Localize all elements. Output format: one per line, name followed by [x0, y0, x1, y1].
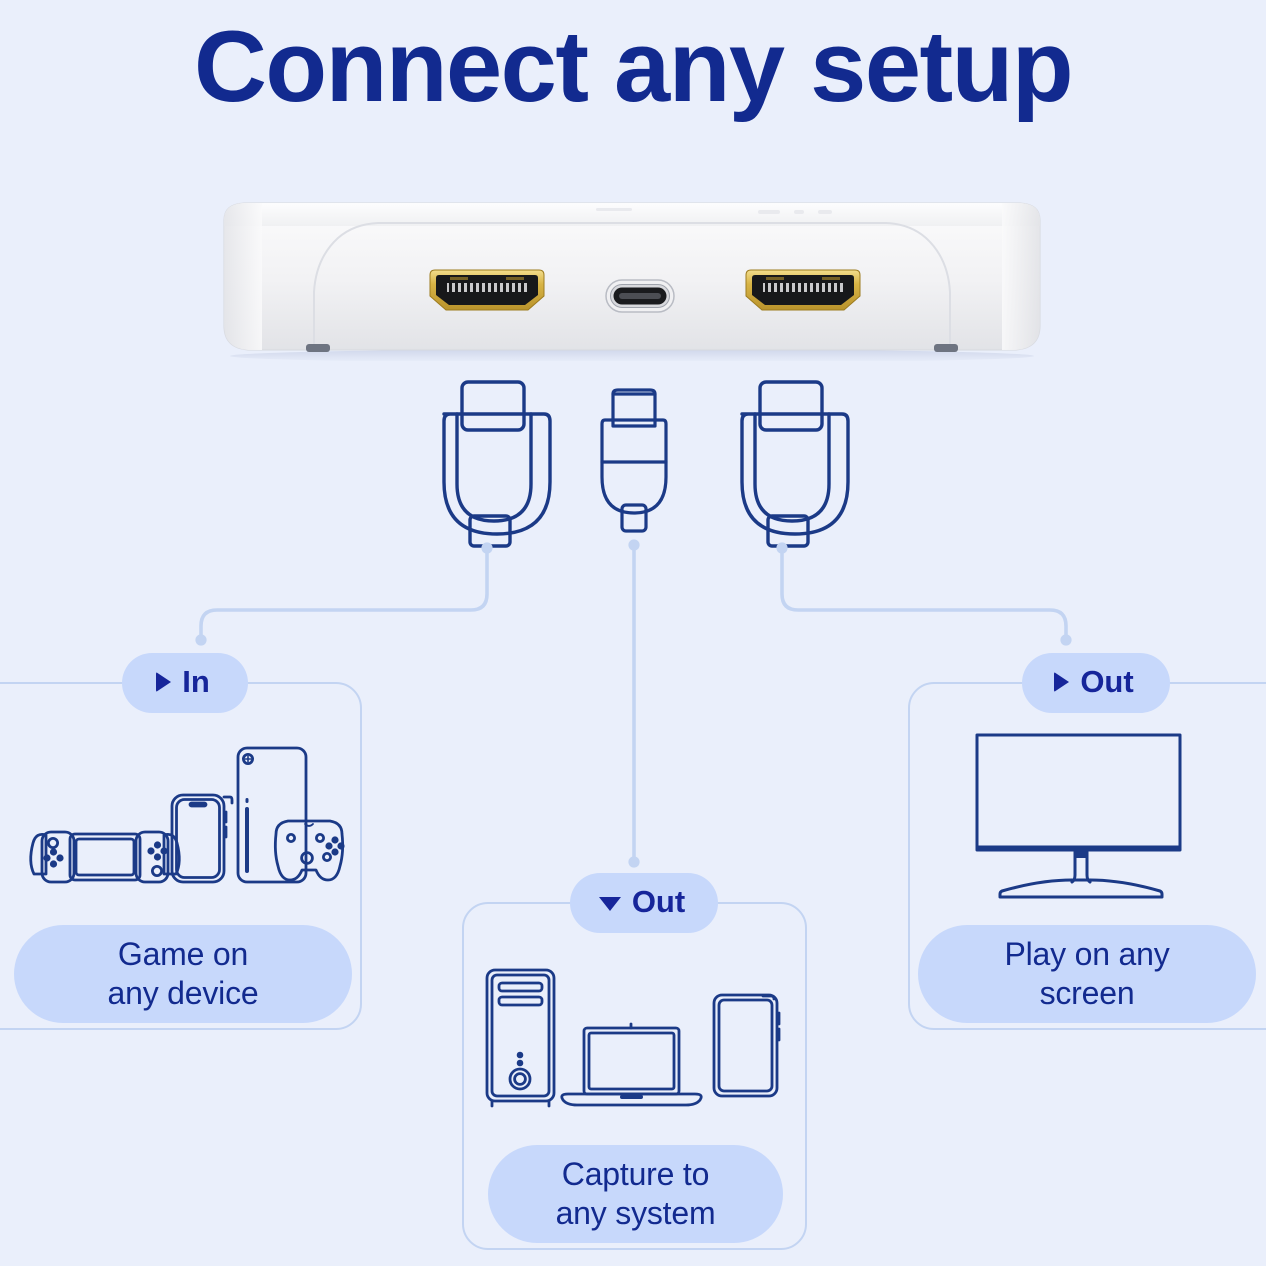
device-vent [596, 208, 632, 211]
usbc-port-out [605, 279, 675, 313]
page-title: Connect any setup [193, 11, 1074, 123]
badge-out-right: Out [1022, 653, 1170, 713]
laptop-icon [560, 1022, 703, 1107]
game-controller-icon [273, 819, 345, 882]
handheld-console-icon [29, 830, 181, 884]
game-console-icon [236, 746, 308, 884]
tablet-icon [712, 993, 781, 1098]
badge-out-middle-label: Out [631, 883, 686, 919]
hdmi-connector-right-icon [740, 380, 850, 548]
device-vent [794, 210, 804, 214]
routing-line-right [780, 546, 1068, 638]
device-top [224, 203, 1040, 226]
device-vent [818, 210, 832, 214]
desktop-tower-icon [485, 968, 556, 1108]
badge-out-right-label: Out [1080, 663, 1134, 699]
badge-in-label: In [182, 663, 210, 699]
caption-capture-to-any-system: Capture to any system [488, 1145, 783, 1243]
arrow-down-icon [598, 896, 621, 911]
arrow-right-icon [156, 671, 172, 692]
arrow-right-icon [1054, 671, 1070, 692]
hdmi-port-in [429, 269, 545, 311]
routing-endpoints [195, 539, 1072, 868]
usbc-connector-icon [600, 388, 668, 533]
device-foot [306, 344, 330, 352]
monitor-icon [975, 733, 1182, 899]
hdmi-port-out [745, 269, 861, 311]
smartphone-icon [170, 793, 234, 884]
badge-in: In [122, 653, 248, 713]
routing-lines [199, 543, 1068, 864]
device-foot [934, 344, 958, 352]
device-vent [758, 210, 780, 214]
device-bezel-line [313, 222, 951, 347]
badge-out-middle: Out [570, 873, 718, 933]
caption-game-on-any-device: Game on any device [14, 925, 352, 1023]
routing-line-left [199, 546, 489, 638]
caption-play-on-any-screen: Play on any screen [918, 925, 1256, 1023]
capture-card-device [218, 196, 1046, 363]
hdmi-connector-left-icon [442, 380, 552, 548]
